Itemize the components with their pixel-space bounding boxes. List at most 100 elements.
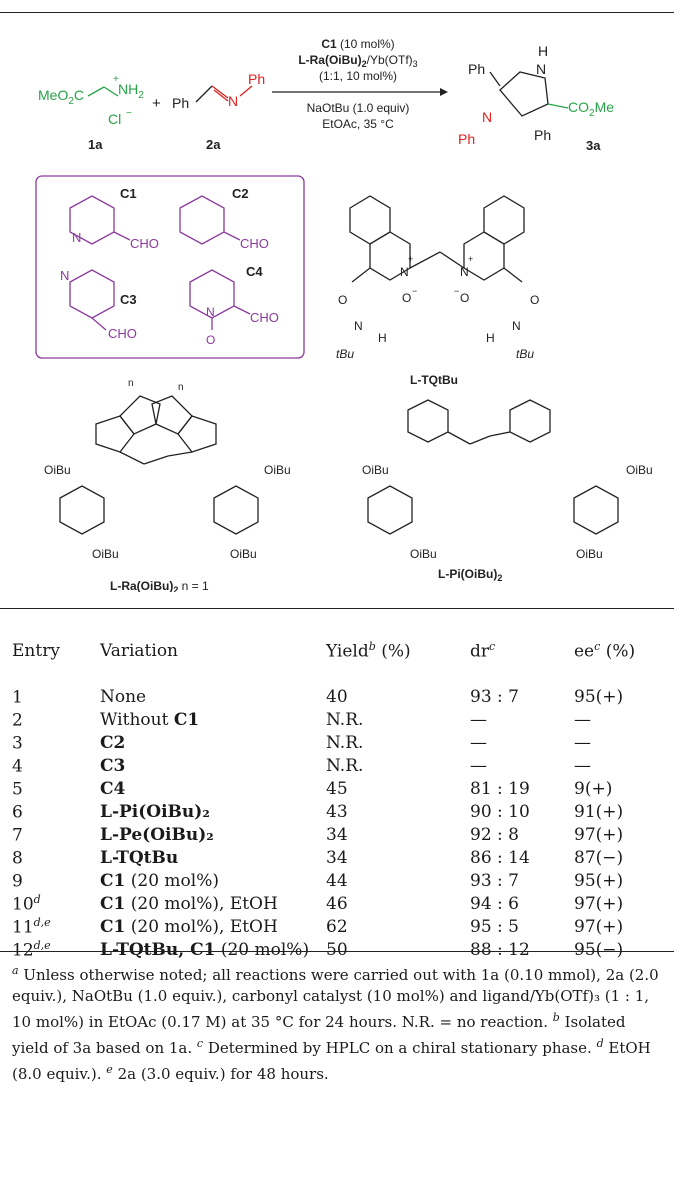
svg-text:n: n [178, 382, 184, 393]
cell-yield: N.R. [326, 755, 364, 776]
table-row: 2 Without C1 N.R. — — [12, 708, 664, 731]
catalyst-box [35, 175, 305, 359]
c1-n: N [72, 230, 81, 245]
svg-text:C1 (10 mol%): C1 (10 mol%) [321, 37, 394, 51]
ligand-pi-labels: OiBu OiBu OiBu OiBu [362, 463, 653, 561]
svg-text:+: + [468, 254, 473, 264]
cell-ee: 97(+) [574, 893, 624, 914]
svg-text:H: H [486, 331, 495, 345]
catalyst-c3 [69, 269, 115, 331]
cell-variation: C4 [100, 778, 126, 799]
cell-variation: C1 (20 mol%), EtOH [100, 893, 278, 914]
cell-ee: — [574, 755, 591, 776]
reactant-2a: Ph N Ph [172, 71, 265, 111]
cell-entry: 2 [12, 710, 23, 731]
c4-cho: CHO [250, 310, 279, 325]
svg-text:OiBu: OiBu [576, 547, 603, 561]
svg-text:L-Ra(OiBu)2/Yb(OTf)3: L-Ra(OiBu)2/Yb(OTf)3 [298, 53, 417, 69]
label-ltqtbu: L-TQtBu [410, 373, 458, 387]
cell-dr: — [470, 755, 487, 776]
cell-dr: 93 : 7 [470, 686, 519, 707]
cell-dr: 93 : 7 [470, 870, 519, 891]
cell-ee: 9(+) [574, 778, 613, 799]
cell-entry: 3 [12, 733, 23, 754]
cell-yield: N.R. [326, 709, 364, 730]
cell-dr: 95 : 5 [470, 916, 519, 937]
cell-yield: N.R. [326, 732, 364, 753]
svg-text:OiBu: OiBu [264, 463, 291, 477]
svg-text:N: N [400, 265, 409, 279]
svg-text:OiBu: OiBu [230, 547, 257, 561]
arrow-head [440, 88, 448, 96]
svg-text:OiBu: OiBu [44, 463, 71, 477]
svg-text:N: N [354, 319, 363, 333]
cell-yield: 44 [326, 870, 348, 891]
label-3a: 3a [586, 138, 601, 153]
cell-dr: — [470, 709, 487, 730]
cell-ee: 97(+) [574, 916, 624, 937]
label-lra: L-Ra(OiBu)2 n = 1 [110, 579, 209, 592]
cell-variation: C1 (20 mol%), EtOH [100, 916, 278, 937]
c3-n: N [60, 268, 69, 283]
svg-text:−: − [412, 286, 417, 296]
svg-text:OiBu: OiBu [626, 463, 653, 477]
p-ph-left: Ph [458, 131, 475, 147]
cell-entry: 8 [12, 848, 23, 869]
r2-n: N [228, 93, 238, 109]
cell-yield: 46 [326, 893, 348, 914]
label-1a: 1a [88, 137, 103, 152]
r1-counterion: Cl [108, 111, 121, 127]
plus-sign: + [152, 95, 161, 112]
cell-variation: L-Pi(OiBu)₂ [100, 801, 210, 822]
cell-dr: 94 : 6 [470, 893, 519, 914]
cell-entry: 4 [12, 756, 23, 777]
p-ph-bottom: Ph [534, 127, 551, 143]
cell-dr: 88 : 12 [470, 939, 530, 960]
cell-entry: 5 [12, 779, 23, 800]
cell-yield: 34 [326, 824, 348, 845]
cell-yield: 43 [326, 801, 348, 822]
cell-entry: 7 [12, 825, 23, 846]
svg-text:tBu: tBu [336, 347, 354, 361]
cell-dr: 81 : 19 [470, 778, 530, 799]
cell-ee: — [574, 709, 591, 730]
svg-text:(1:1, 10 mol%): (1:1, 10 mol%) [319, 69, 397, 83]
c4-o: O [206, 333, 215, 347]
cell-variation: L-TQtBu [100, 847, 179, 868]
cell-entry: 12d,e [12, 938, 51, 961]
r1-minus-charge: − [126, 108, 132, 119]
cell-variation: C1 (20 mol%) [100, 870, 220, 891]
cell-variation: L-TQtBu, C1 (20 mol%) [100, 939, 310, 960]
c1-cho: CHO [130, 236, 159, 251]
svg-text:+: + [408, 254, 413, 264]
cell-dr: 90 : 10 [470, 801, 530, 822]
product-3a: Ph N H N Ph Ph CO2Me [458, 43, 614, 147]
svg-text:N: N [512, 319, 521, 333]
results-table: Entry Variation Yieldb (%) drc eec (%) 1… [12, 629, 664, 961]
cell-dr: — [470, 732, 487, 753]
p-n: N [482, 109, 492, 125]
svg-text:OiBu: OiBu [362, 463, 389, 477]
catalyst-c2 [179, 195, 241, 245]
catalyst-c4 [189, 269, 251, 330]
top-rule [0, 12, 674, 13]
svg-text:NaOtBu (1.0 equiv): NaOtBu (1.0 equiv) [307, 101, 410, 115]
cell-variation: L-Pe(OiBu)₂ [100, 824, 214, 845]
cell-variation: Without C1 [100, 709, 200, 730]
svg-text:EtOAc, 35 °C: EtOAc, 35 °C [322, 117, 394, 131]
cell-ee: — [574, 732, 591, 753]
svg-text:−: − [454, 286, 459, 296]
p-h: H [538, 43, 548, 59]
svg-text:O: O [402, 291, 411, 305]
svg-text:O: O [530, 293, 539, 307]
cell-entry: 11d,e [12, 915, 51, 938]
cell-ee: 91(+) [574, 801, 624, 822]
svg-text:n: n [128, 378, 134, 389]
